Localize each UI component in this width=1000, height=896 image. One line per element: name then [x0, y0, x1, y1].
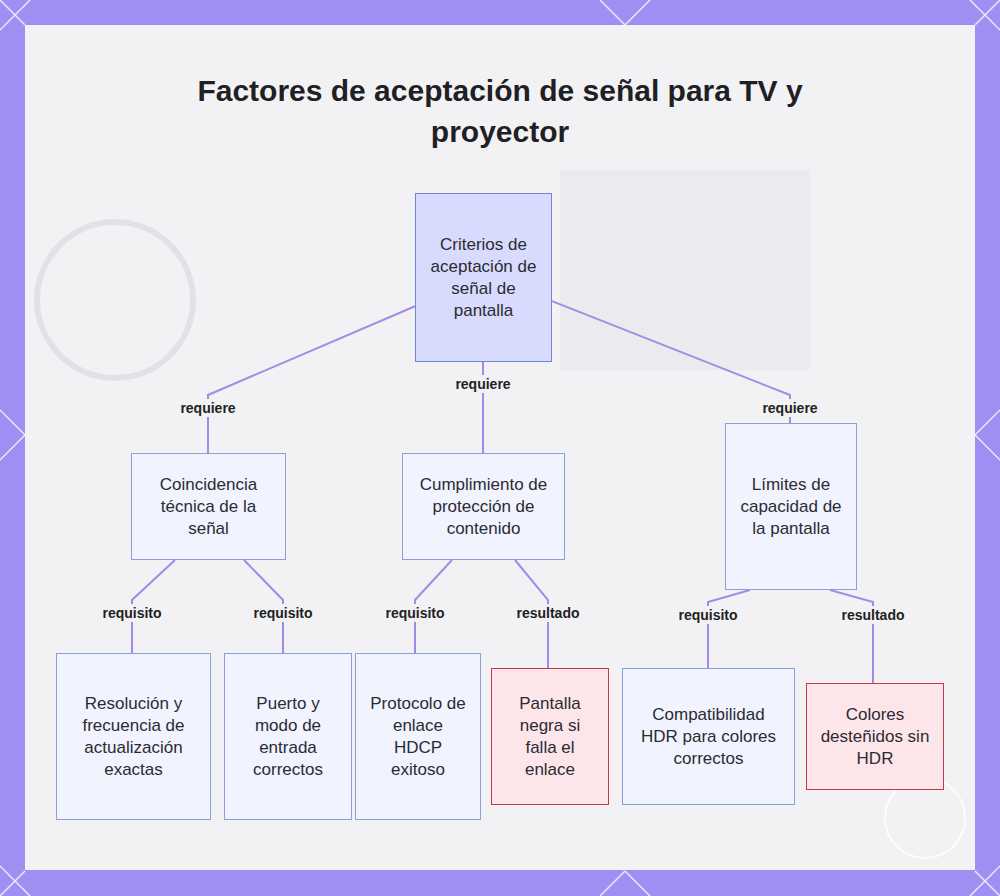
edge-label: resultado [513, 604, 582, 622]
connector [708, 590, 750, 668]
edge-label: requisito [250, 604, 315, 622]
node-text: Compatibilidad HDR para colores correcto… [635, 704, 782, 770]
node-text: Pantalla negra si falla el enlace [504, 693, 596, 781]
connector [208, 306, 415, 453]
node-text: Colores desteñidos sin HDR [819, 704, 931, 770]
node-text: Protocolo de enlace HDCP exitoso [368, 693, 468, 781]
concept-box: Criterios de aceptación de señal de pant… [415, 193, 552, 362]
node-text: Puerto y modo de entrada correctos [237, 693, 339, 781]
edge-label: resultado [838, 606, 907, 624]
edge-label: requiere [452, 375, 513, 393]
edge-label: requiere [177, 399, 238, 417]
blurred-icon [37, 222, 193, 378]
concept-box: Cumplimiento de protección de contenido [402, 453, 565, 560]
edge-label: requisito [99, 604, 164, 622]
edge-label: requisito [675, 606, 740, 624]
concept-box: Puerto y modo de entrada correctos [224, 653, 352, 820]
node-text: Cumplimiento de protección de contenido [415, 474, 552, 540]
concept-box: Límites de capacidad de la pantalla [725, 423, 857, 590]
node-text: Criterios de aceptación de señal de pant… [428, 234, 539, 322]
result-box: Pantalla negra si falla el enlace [491, 668, 609, 805]
diagram-title: Factores de aceptación de señal para TV … [185, 70, 815, 152]
concept-box: Protocolo de enlace HDCP exitoso [355, 653, 481, 820]
connector [552, 301, 790, 423]
panel [25, 25, 975, 870]
blurred-screen [560, 170, 810, 370]
concept-box: Resolución y frecuencia de actualización… [56, 653, 211, 820]
concept-box: Compatibilidad HDR para colores correcto… [622, 668, 795, 805]
edge-label: requisito [382, 604, 447, 622]
edge-label: requiere [759, 399, 820, 417]
node-text: Límites de capacidad de la pantalla [738, 474, 844, 540]
connector [830, 590, 873, 683]
node-text: Resolución y frecuencia de actualización… [69, 693, 198, 781]
watermark-badge [885, 778, 965, 858]
concept-box: Coincidencia técnica de la señal [131, 453, 286, 560]
result-box: Colores desteñidos sin HDR [806, 683, 944, 790]
node-text: Coincidencia técnica de la señal [144, 474, 273, 540]
